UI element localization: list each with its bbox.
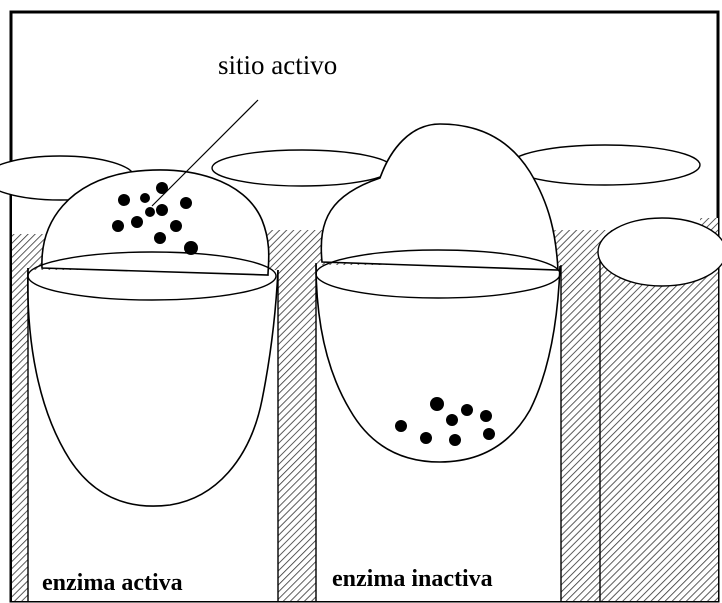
- pillar-right: [316, 263, 561, 601]
- inactive-enzyme-label: enzima inactiva: [332, 566, 493, 592]
- active-site-label: sitio activo: [218, 50, 337, 80]
- active-enzyme-label: enzima activa: [42, 570, 183, 596]
- pillar-left: [28, 268, 278, 601]
- cylinder-far-right: [598, 218, 722, 601]
